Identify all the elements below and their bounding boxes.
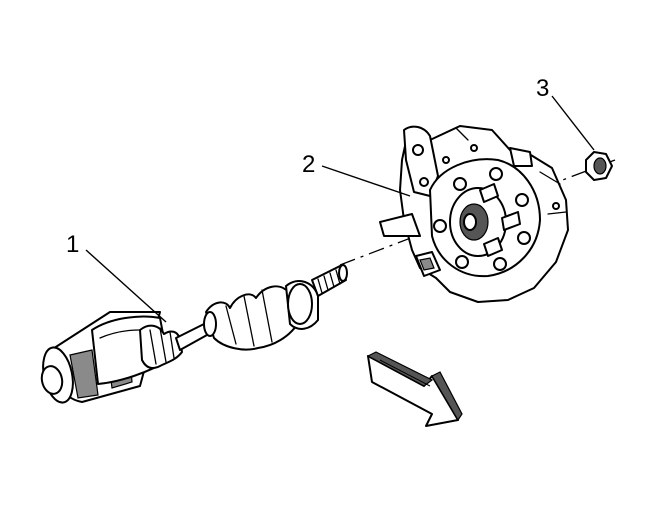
callout-label-1: 1 <box>66 231 79 258</box>
leader-line-3 <box>551 95 595 151</box>
inner-joint-housing <box>40 311 169 404</box>
inner-boot <box>139 324 183 369</box>
leader-line-2 <box>321 165 411 197</box>
axle-nut <box>585 151 613 181</box>
steering-knuckle-hub <box>379 125 569 303</box>
callout-label-3: 3 <box>536 75 549 102</box>
splined-stub-shaft <box>311 264 348 297</box>
drive-axle-shaft <box>40 264 348 404</box>
callout-label-2: 2 <box>302 151 315 178</box>
outer-boot <box>203 285 301 351</box>
leader-line-1 <box>85 249 167 323</box>
outer-joint-housing <box>285 280 319 330</box>
front-direction-arrow-icon <box>366 351 463 427</box>
leader-lines <box>85 95 595 323</box>
